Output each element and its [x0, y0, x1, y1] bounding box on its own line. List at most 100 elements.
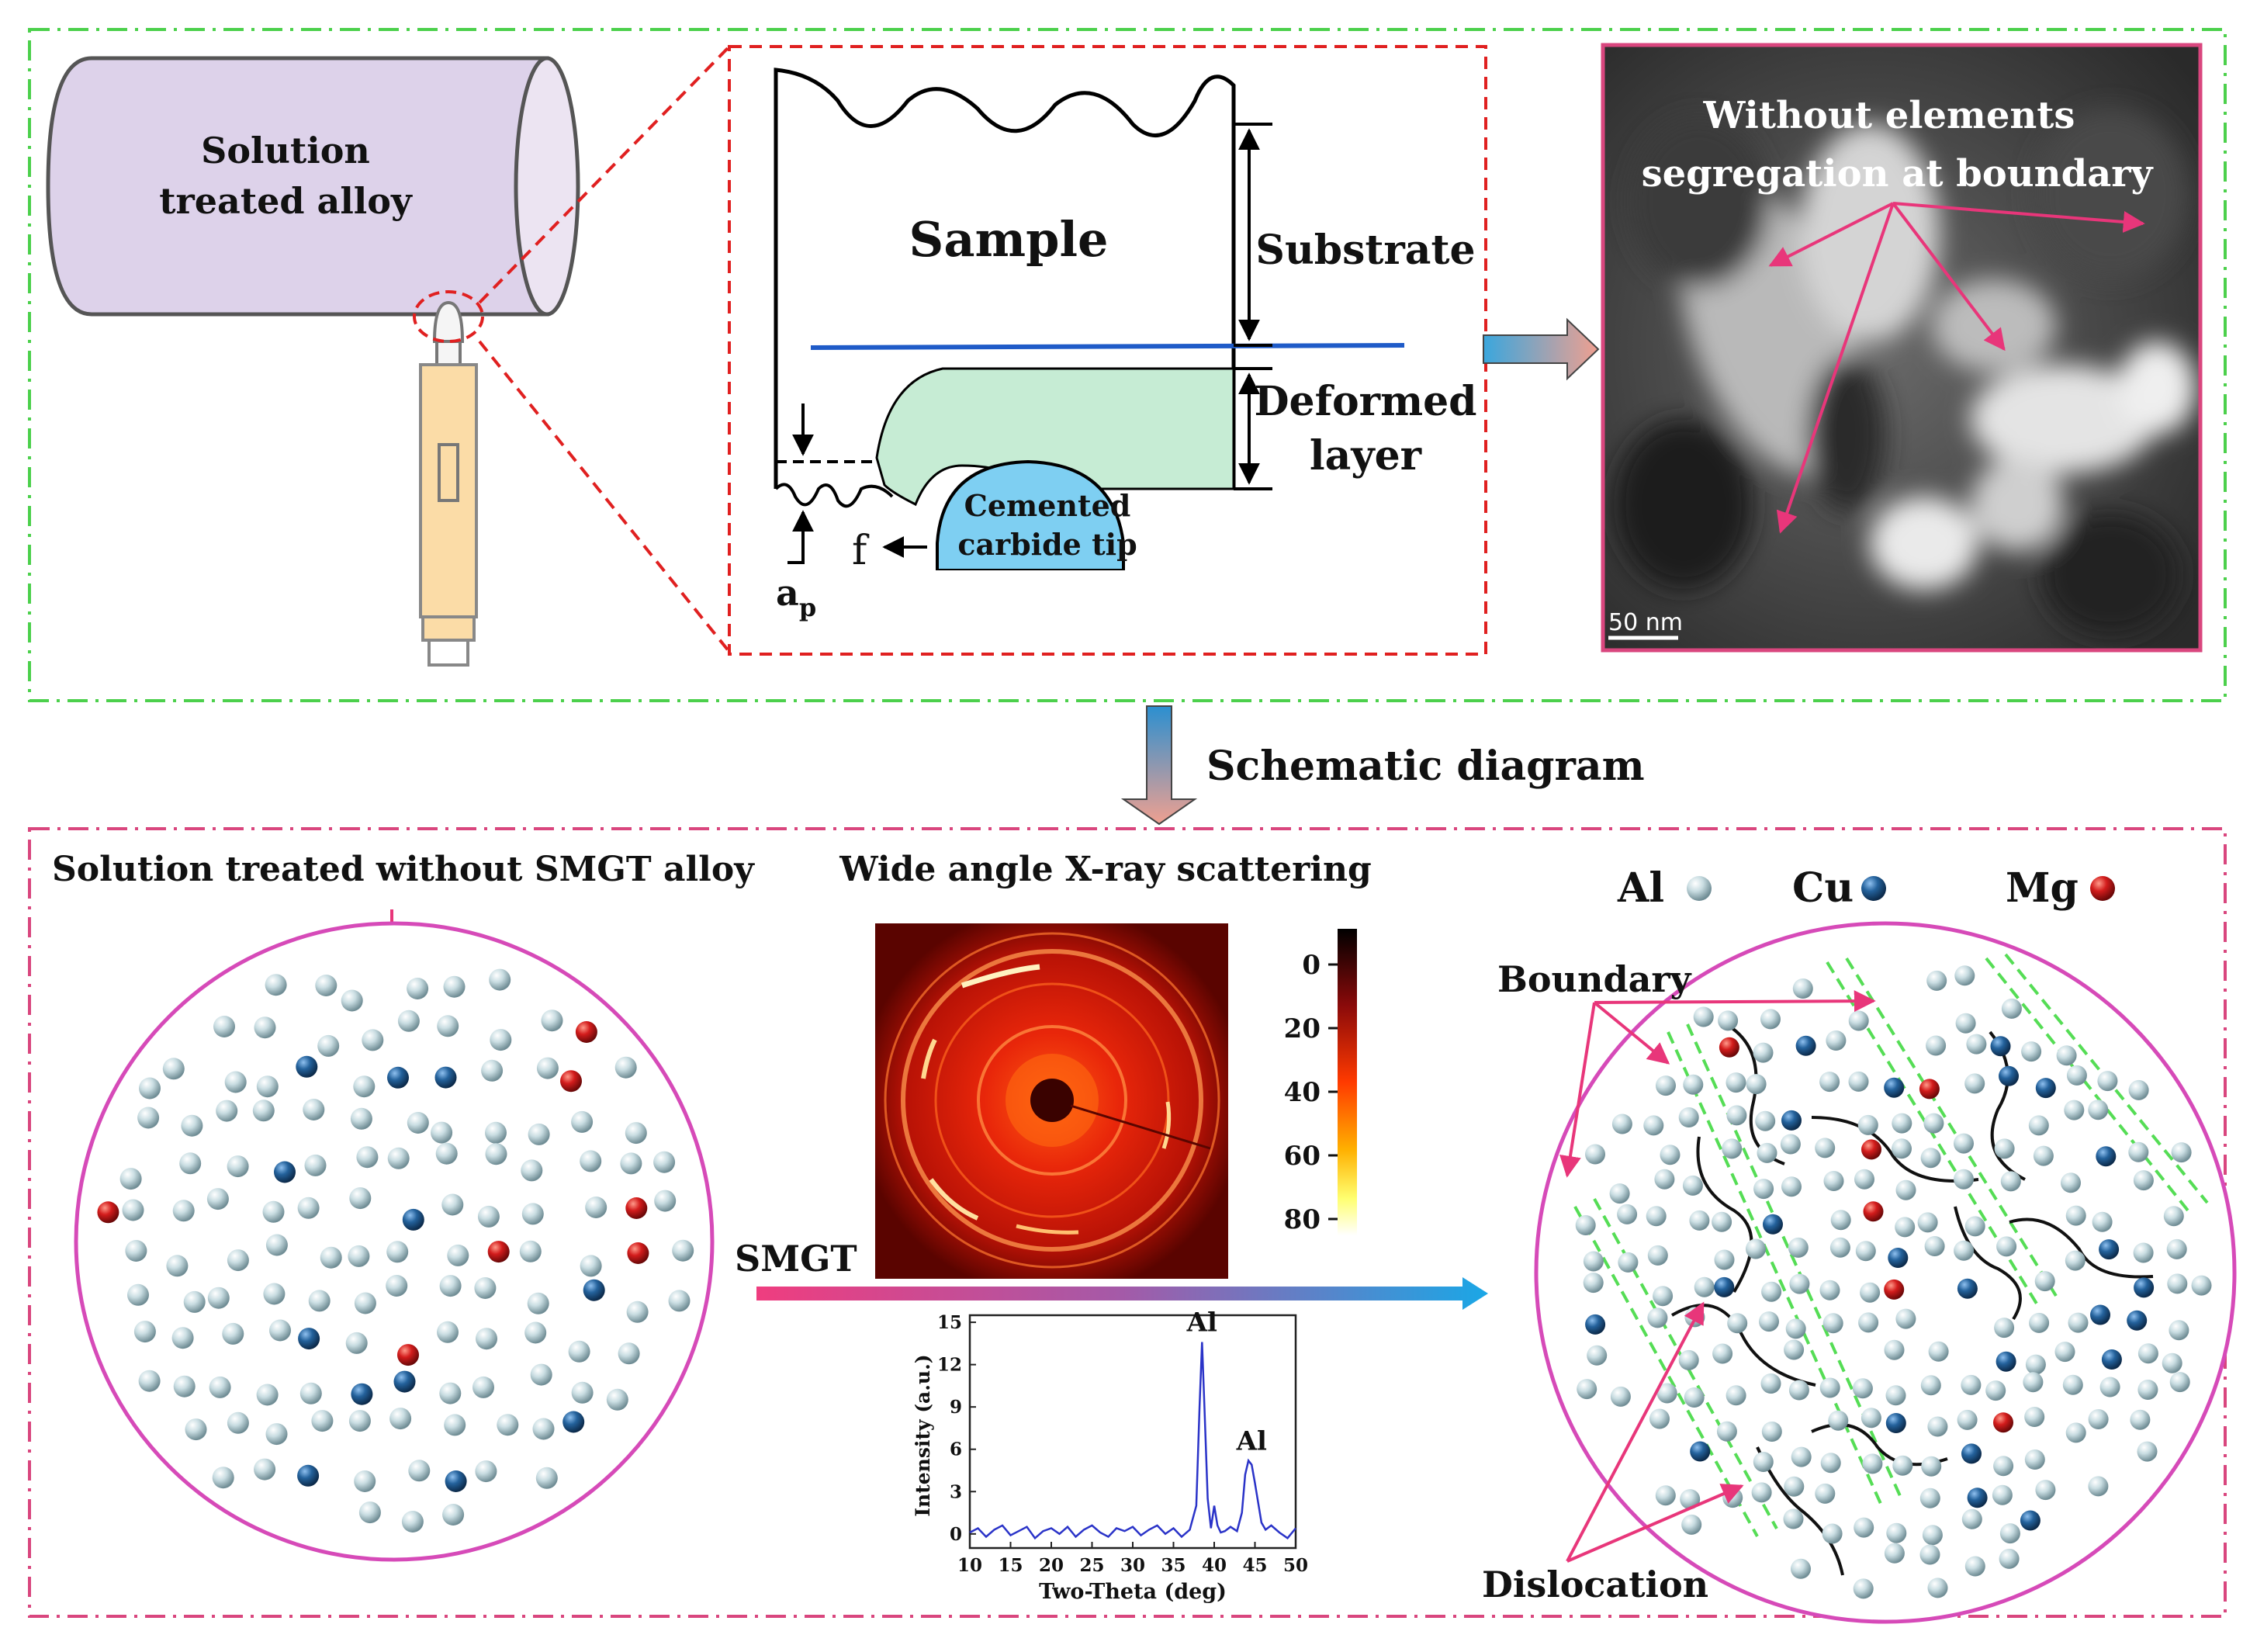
al-atom [443, 975, 466, 998]
contact-highlight [413, 290, 484, 343]
cu-atom [1999, 1065, 2019, 1086]
al-atom [1957, 1409, 1978, 1430]
cu-atom [2020, 1510, 2041, 1531]
al-atom [299, 1382, 322, 1404]
al-atom [2171, 1142, 2192, 1163]
cu-atom [1714, 1276, 1735, 1297]
al-atom [541, 1010, 563, 1032]
al-atom [1922, 1525, 1943, 1546]
al-atom [1858, 1312, 1879, 1333]
al-atom [580, 1255, 602, 1277]
xrd-x-axis-label: Two-Theta (deg) [1039, 1580, 1227, 1604]
cu-atom [351, 1383, 373, 1405]
al-atom [2064, 1100, 2085, 1120]
al-atom [1792, 978, 1813, 999]
al-atom [439, 1382, 462, 1404]
al-atom [625, 1122, 647, 1145]
al-atom [521, 1159, 543, 1182]
deformed-label-line1: Deformed [1254, 378, 1476, 425]
al-atom [497, 1414, 519, 1436]
mg-atom [625, 1197, 648, 1219]
al-atom [207, 1287, 230, 1309]
al-atom [1857, 1114, 1878, 1135]
al-atom [1924, 1236, 1945, 1256]
dislocation-line [1696, 1136, 1753, 1294]
al-atom [1587, 1345, 1608, 1366]
al-atom [227, 1155, 249, 1178]
al-atom [1791, 1558, 1811, 1579]
al-atom [1680, 1489, 1701, 1510]
al-atom [2133, 1242, 2154, 1263]
al-atom [1694, 1276, 1715, 1297]
al-atom [485, 1143, 507, 1165]
cylinder-label-line1: Solution [201, 130, 370, 171]
al-atom [185, 1418, 207, 1441]
al-atom [122, 1199, 144, 1221]
xrd-y-tick-label: 9 [950, 1397, 962, 1418]
al-atom [389, 1408, 412, 1430]
al-atom [1746, 1238, 1766, 1259]
al-atom [1996, 1236, 2017, 1257]
al-atom [2163, 1206, 2184, 1227]
al-atom [1828, 1410, 1849, 1431]
carbide-tip [936, 459, 1125, 572]
al-atom [304, 1154, 327, 1176]
al-atom [1993, 1456, 2014, 1477]
al-atom [224, 1071, 247, 1093]
al-atom [2097, 1071, 2118, 1092]
cu-atom [296, 1055, 318, 1078]
al-atom [303, 1099, 325, 1120]
al-atom [2024, 1449, 2045, 1470]
tem-caption-line1: Without elements [1703, 94, 2075, 137]
al-atom [2035, 1480, 2056, 1501]
al-atom [1746, 1074, 1767, 1095]
al-atom [1895, 1179, 1916, 1200]
interface-line [810, 343, 1405, 350]
al-atom [1716, 1421, 1737, 1442]
al-atom [1999, 1523, 2020, 1544]
al-atom [1712, 1211, 1732, 1232]
al-atom [618, 1342, 640, 1365]
al-atom [1862, 1453, 1883, 1474]
xrd-x-tick-label: 35 [1161, 1555, 1186, 1576]
mg-atom [1993, 1412, 2013, 1433]
unprocessed-atoms [97, 968, 694, 1533]
cu-atom [1996, 1351, 2016, 1372]
al-atom [441, 1193, 464, 1216]
al-atom [475, 1460, 497, 1483]
al-atom [1964, 1216, 1985, 1237]
al-atom [1610, 1386, 1631, 1407]
al-atom [358, 1501, 381, 1524]
cu-atom [393, 1370, 416, 1393]
al-atom [1656, 1383, 1677, 1404]
legend-swatch-mg [2090, 876, 2115, 901]
al-atom [345, 1332, 368, 1354]
al-atom [2065, 1250, 2086, 1271]
al-atom [2137, 1343, 2158, 1364]
al-atom [1655, 1485, 1676, 1506]
al-atom [1722, 1138, 1743, 1159]
al-atom [1791, 1446, 1812, 1467]
al-atom [1761, 1281, 1782, 1302]
al-atom [256, 1384, 279, 1406]
legend-swatch-cu [1861, 876, 1886, 901]
al-atom [2065, 1422, 2086, 1443]
al-atom [1926, 1035, 1947, 1056]
cu-atom [1795, 1035, 1816, 1056]
al-atom [1920, 1148, 1941, 1169]
tem-micrograph: Without elements segregation at boundary… [1601, 43, 2203, 653]
al-atom [2137, 1380, 2158, 1400]
al-atom [2021, 1041, 2042, 1062]
al-atom [166, 1255, 189, 1277]
al-atom [1609, 1183, 1630, 1204]
al-atom [254, 1016, 276, 1039]
al-atom [668, 1290, 691, 1312]
al-atom [536, 1057, 559, 1079]
al-atom [1892, 1113, 1912, 1134]
al-atom [172, 1200, 195, 1222]
al-atom [263, 1283, 286, 1305]
al-atom [1964, 1073, 1985, 1094]
al-atom [1753, 1042, 1774, 1063]
al-atom [2054, 1342, 2075, 1363]
al-atom [1753, 1179, 1774, 1200]
